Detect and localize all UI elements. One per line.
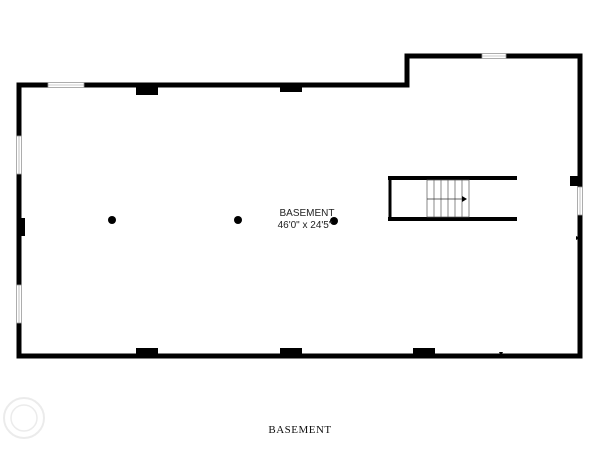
pier-top-1 <box>136 85 158 95</box>
marker-bottom-right <box>499 352 503 356</box>
watermark-seal <box>3 397 45 439</box>
seal-ring <box>3 397 45 439</box>
exterior-wall <box>16 53 583 359</box>
pier-bottom-2 <box>280 348 302 356</box>
staircase <box>388 176 517 221</box>
support-post-1 <box>108 216 116 224</box>
pier-right <box>570 176 580 186</box>
floor-label: BASEMENT <box>268 424 331 436</box>
seal-ring-inner <box>10 404 38 432</box>
room-dimensions: 46'0" x 24'5" <box>278 220 333 231</box>
support-post-2 <box>234 216 242 224</box>
pier-bottom-1 <box>136 348 158 356</box>
marker-right <box>576 236 580 240</box>
pier-top-2 <box>280 85 302 92</box>
support-post-3 <box>330 217 338 225</box>
pier-left <box>19 218 25 236</box>
room-name: BASEMENT <box>279 208 334 219</box>
pier-bottom-3 <box>413 348 435 356</box>
stair-arrow-icon <box>462 196 467 202</box>
